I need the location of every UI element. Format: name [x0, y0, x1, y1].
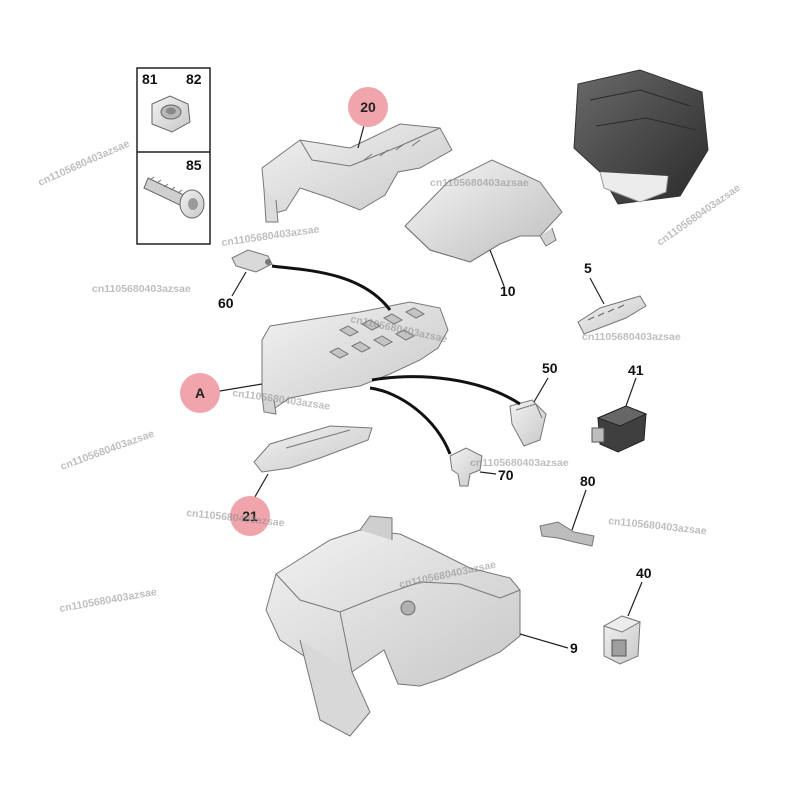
part-5 [577, 295, 647, 335]
label-10: 10 [500, 283, 516, 299]
watermark-5: cn1105680403azsae [92, 283, 191, 295]
label-70: 70 [498, 467, 514, 483]
part-40-relay [602, 615, 642, 665]
module-top-right [573, 69, 709, 205]
bubble-20: 20 [348, 87, 388, 127]
label-81: 81 [142, 71, 158, 87]
watermark-13: cn1105680403azsae [58, 586, 157, 615]
leader-lines [213, 117, 643, 649]
watermark-7: cn1105680403azsae [582, 331, 681, 343]
label-85: 85 [186, 157, 202, 173]
part-80-shunt [539, 521, 595, 547]
label-80: 80 [580, 473, 596, 489]
fuse-box-a [261, 301, 449, 415]
label-50: 50 [542, 360, 558, 376]
bubble-21: 21 [230, 496, 270, 536]
watermark-9: cn1105680403azsae [59, 428, 156, 473]
label-41: 41 [628, 362, 644, 378]
bubble-a: A [180, 373, 220, 413]
part-20-bracket [261, 123, 453, 223]
wires [271, 264, 521, 455]
label-5: 5 [584, 260, 592, 276]
label-82: 82 [186, 71, 202, 87]
label-9: 9 [570, 640, 578, 656]
watermark-12: cn1105680403azsae [608, 515, 708, 537]
part-21-plate [253, 425, 373, 473]
label-20: 20 [360, 99, 376, 115]
label-a: A [195, 385, 205, 401]
part-70-fuse [449, 447, 483, 487]
watermark-4: cn1105680403azsae [221, 223, 321, 249]
part-41-relay [591, 405, 648, 453]
label-40: 40 [636, 565, 652, 581]
part-10-cover [404, 159, 563, 263]
part-9-tray [265, 515, 521, 737]
screw-icon [143, 176, 205, 219]
part-50-fuse [509, 399, 547, 447]
label-21: 21 [242, 508, 258, 524]
watermark-1: cn1105680403azsae [36, 138, 131, 189]
fastener-box: 81 82 85 [136, 67, 211, 245]
watermark-2: cn1105680403azsae [430, 177, 529, 189]
watermark-10: cn1105680403azsae [470, 457, 569, 469]
label-60: 60 [218, 295, 234, 311]
nut-icon [151, 95, 191, 133]
part-60-terminal [231, 249, 273, 273]
